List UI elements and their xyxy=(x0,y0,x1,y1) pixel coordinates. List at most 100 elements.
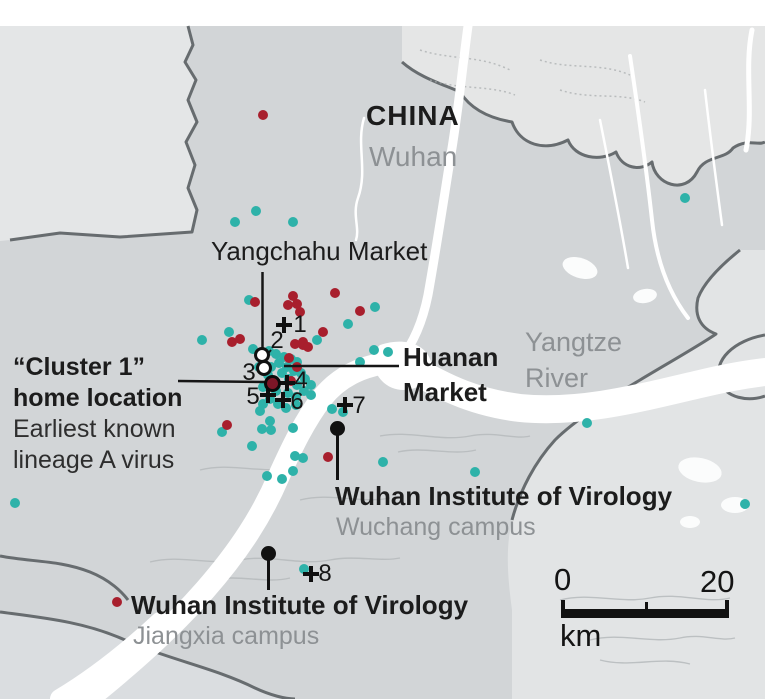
stream-northeast-1 xyxy=(628,54,690,320)
boundary-right-diagonal xyxy=(510,248,741,521)
wiv-jiangxia-campus-label: Jiangxia campus xyxy=(133,622,320,650)
river-mouth-bottomleft xyxy=(50,612,170,699)
huanan-market-line1: Huanan xyxy=(403,342,499,372)
stream-northeast-3 xyxy=(703,88,724,227)
scale-bar: 0 20 km xyxy=(550,562,750,658)
yangchahu-market-label: Yangchahu Market xyxy=(211,236,428,266)
district-topleft xyxy=(0,26,197,241)
yangtze-southwest xyxy=(77,351,403,699)
market-number-3: 3 xyxy=(242,359,256,386)
case-dot-teal xyxy=(248,344,258,354)
scale-bar-line xyxy=(561,600,729,618)
city-label: Wuhan xyxy=(369,141,458,172)
early-case-white-circle-2 xyxy=(256,360,272,376)
yangtze-river-line2: River xyxy=(525,363,589,393)
case-dot-teal xyxy=(265,416,275,426)
market-cross-7 xyxy=(337,397,353,413)
terrain-topright xyxy=(402,26,765,186)
case-dot-teal xyxy=(299,564,309,574)
market-number-5: 5 xyxy=(246,383,260,410)
cluster1-title-line2: home location xyxy=(13,384,183,412)
scale-end-label: 20 xyxy=(700,564,735,599)
case-dot-teal xyxy=(299,386,309,396)
case-dot-red xyxy=(258,110,268,120)
case-dot-teal xyxy=(327,404,337,414)
case-dot-red xyxy=(290,339,300,349)
case-dot-teal xyxy=(281,403,291,413)
boundary-topright xyxy=(401,60,765,187)
case-dot-teal xyxy=(343,319,353,329)
market-number-7: 7 xyxy=(352,392,366,419)
case-dot-teal xyxy=(582,418,592,428)
case-dot-teal xyxy=(265,394,275,404)
wiv-wuchang-label: Wuhan Institute of Virology xyxy=(335,481,673,511)
wiv-wuchang-pin-stem xyxy=(335,428,339,480)
wiv-wuchang-campus-label: Wuchang campus xyxy=(336,513,536,541)
yangtze-river-line1: Yangtze xyxy=(525,327,623,357)
case-dot-teal xyxy=(291,400,301,410)
case-dot-red xyxy=(227,337,237,347)
case-dot-teal xyxy=(273,399,283,409)
case-dot-red xyxy=(292,299,302,309)
stream-west xyxy=(354,116,366,242)
case-dot-teal xyxy=(244,295,254,305)
case-dot-red xyxy=(295,307,305,317)
stream-northeast-2 xyxy=(598,118,630,270)
case-dot-red xyxy=(288,291,298,301)
yangtze-east xyxy=(386,348,765,424)
case-dot-teal xyxy=(10,498,20,508)
rivers xyxy=(50,21,765,699)
case-dot-red xyxy=(284,353,294,363)
scale-start-label: 0 xyxy=(554,562,572,597)
case-dot-red xyxy=(330,288,340,298)
case-dot-teal xyxy=(251,206,261,216)
wiv-jiangxia-pin-dot xyxy=(260,545,276,561)
wiv-wuchang-pin-dot xyxy=(329,420,345,436)
market-number-6: 6 xyxy=(290,388,304,415)
case-dot-teal xyxy=(266,425,276,435)
case-dot-teal xyxy=(247,441,257,451)
case-dot-teal xyxy=(258,382,268,392)
case-dot-teal xyxy=(224,327,234,337)
case-dot-teal xyxy=(271,349,281,359)
case-dot-teal xyxy=(262,471,272,481)
cluster1-sub-line2: lineage A virus xyxy=(13,446,175,474)
case-dot-teal xyxy=(257,424,267,434)
cluster1-leader-line xyxy=(177,379,269,384)
case-dot-teal xyxy=(470,467,480,477)
case-dot-teal xyxy=(258,399,268,409)
case-dot-teal xyxy=(291,392,301,402)
cluster1-sub-line1: Earliest known xyxy=(13,415,176,443)
case-dot-teal xyxy=(378,457,388,467)
stream-right-edge xyxy=(743,27,755,153)
case-dot-red xyxy=(283,300,293,310)
case-dot-teal xyxy=(288,466,298,476)
case-dot-teal xyxy=(290,451,300,461)
case-dot-red xyxy=(235,334,245,344)
case-dot-teal xyxy=(740,499,750,509)
case-dot-teal xyxy=(680,193,690,203)
boundary-topleft xyxy=(9,25,199,242)
case-dot-red xyxy=(250,297,260,307)
market-cross-8 xyxy=(303,566,319,582)
case-dot-red xyxy=(318,327,328,337)
market-number-4: 4 xyxy=(294,367,308,394)
case-dot-red xyxy=(323,452,333,462)
case-dot-teal xyxy=(277,368,287,378)
case-dot-red xyxy=(303,342,313,352)
case-dot-teal xyxy=(306,380,316,390)
cluster1-home-dot xyxy=(263,374,281,392)
case-dot-teal xyxy=(306,390,316,400)
case-dot-teal xyxy=(292,380,302,390)
case-dot-teal xyxy=(255,406,265,416)
case-dot-red xyxy=(222,420,232,430)
scale-tick-middle xyxy=(645,602,648,609)
case-dot-teal xyxy=(288,423,298,433)
scale-tick-left xyxy=(561,600,565,618)
country-label: CHINA xyxy=(366,100,460,131)
huanan-market-label: Huanan Market xyxy=(403,340,498,410)
case-dot-teal xyxy=(355,357,365,367)
huanan-market-line2: Market xyxy=(403,377,487,407)
boundary-bottomleft xyxy=(0,610,296,699)
